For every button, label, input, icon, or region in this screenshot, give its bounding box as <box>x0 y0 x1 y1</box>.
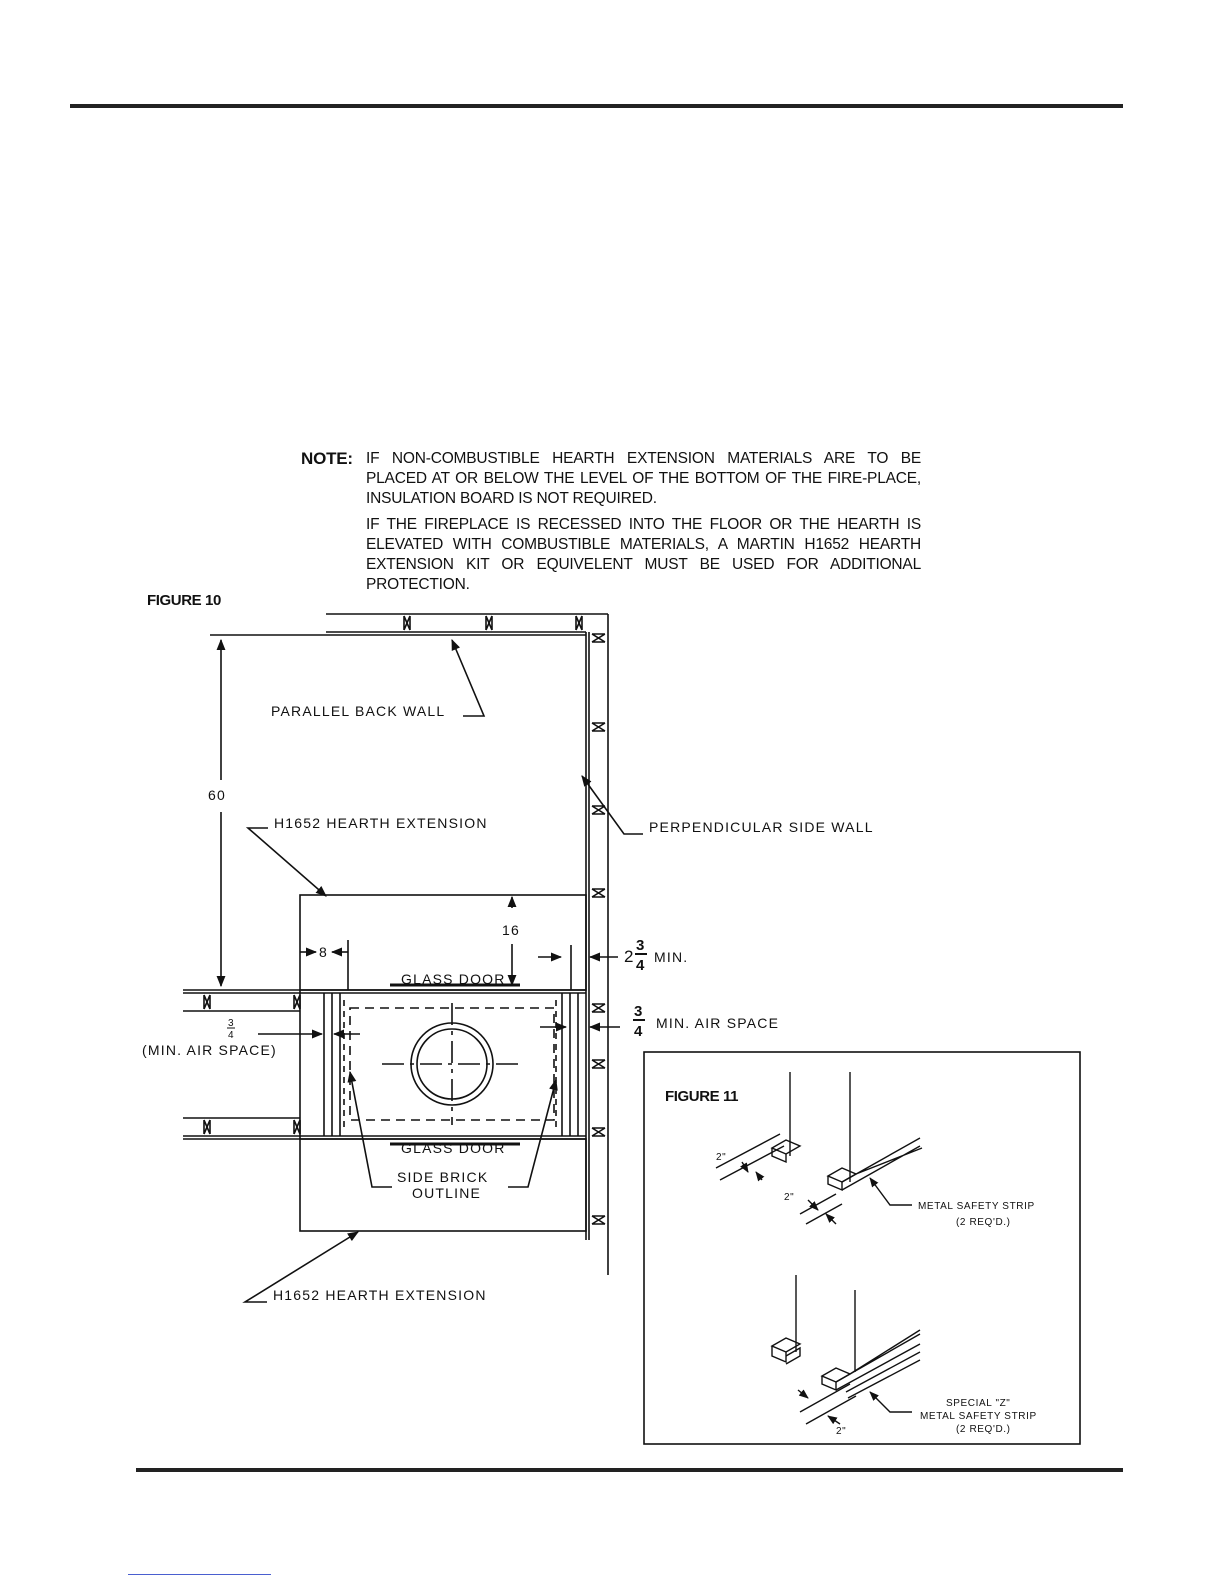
air-space-right-label: MIN. AIR SPACE <box>656 1015 779 1031</box>
glass-door-top-label: GLASS DOOR <box>401 971 506 987</box>
safety-strip-detail <box>715 1072 923 1225</box>
figure-11-title: FIGURE 11 <box>665 1088 738 1105</box>
depth-dimension <box>210 634 326 988</box>
z-strip-label-1: SPECIAL "Z" <box>946 1398 1010 1409</box>
front-clearance-value: 16 <box>502 922 520 938</box>
side-brick-label: SIDE BRICK <box>397 1169 488 1185</box>
air-space-left-denominator: 4 <box>228 1030 234 1041</box>
note-paragraph-1: IF NON-COMBUSTIBLE HEARTH EXTENSION MATE… <box>366 450 921 507</box>
air-space-left-numerator: 3 <box>228 1018 234 1029</box>
side-wall <box>585 614 609 1275</box>
glass-door-bottom-label: GLASS DOOR <box>401 1140 506 1156</box>
side-clearance-numerator: 3 <box>636 937 644 954</box>
figure-10-title: FIGURE 10 <box>147 592 221 609</box>
hearth-extension-bottom <box>299 1138 587 1232</box>
air-space-left-label: (MIN. AIR SPACE) <box>142 1042 277 1058</box>
footer-link-underline[interactable] <box>128 1574 271 1575</box>
strip-gap-a: 2" <box>716 1152 726 1163</box>
strip-1-qty: (2 REQ'D.) <box>956 1217 1011 1228</box>
z-strip-detail <box>770 1275 921 1425</box>
figure-11-frame <box>643 1051 1081 1445</box>
bottom-rule <box>136 1468 1123 1472</box>
strip-gap-b: 2" <box>784 1192 794 1203</box>
z-strip-gap: 2" <box>836 1426 846 1437</box>
strip-1-label: METAL SAFETY STRIP <box>918 1201 1035 1212</box>
back-wall-label: PARALLEL BACK WALL <box>271 703 445 719</box>
side-extension-value: 8 <box>319 944 328 960</box>
figure-11: FIGURE 11 2" 2" METAL SAFETY STRIP (2 RE… <box>643 1051 1081 1445</box>
top-rule <box>70 104 1123 108</box>
flue-collar <box>382 1003 522 1125</box>
note-paragraph-2: IF THE FIREPLACE IS RECESSED INTO THE FL… <box>366 516 921 593</box>
back-wall <box>326 613 608 636</box>
depth-value: 60 <box>208 787 226 803</box>
hearth-extension-top-label: H1652 HEARTH EXTENSION <box>274 815 488 831</box>
hearth-extension-top <box>299 894 587 991</box>
air-space-right-numerator: 3 <box>634 1003 642 1020</box>
z-strip-label-2: METAL SAFETY STRIP <box>920 1411 1037 1422</box>
note-block: NOTE: IF NON-COMBUSTIBLE HEARTH EXTENSIO… <box>301 449 921 595</box>
air-space-right-denominator: 4 <box>634 1023 643 1040</box>
figure-10: FIGURE 10 <box>142 592 874 1303</box>
side-wall-label: PERPENDICULAR SIDE WALL <box>649 819 874 835</box>
side-clearance-denominator: 4 <box>636 957 645 974</box>
note-label: NOTE: <box>301 449 353 468</box>
side-clearance-min: MIN. <box>654 949 688 965</box>
side-brick-outline-label: OUTLINE <box>412 1185 481 1201</box>
z-strip-qty: (2 REQ'D.) <box>956 1424 1011 1435</box>
hearth-extension-bottom-label: H1652 HEARTH EXTENSION <box>273 1287 487 1303</box>
side-clearance-whole: 2 <box>624 947 633 966</box>
fireplace-body <box>323 983 579 1146</box>
